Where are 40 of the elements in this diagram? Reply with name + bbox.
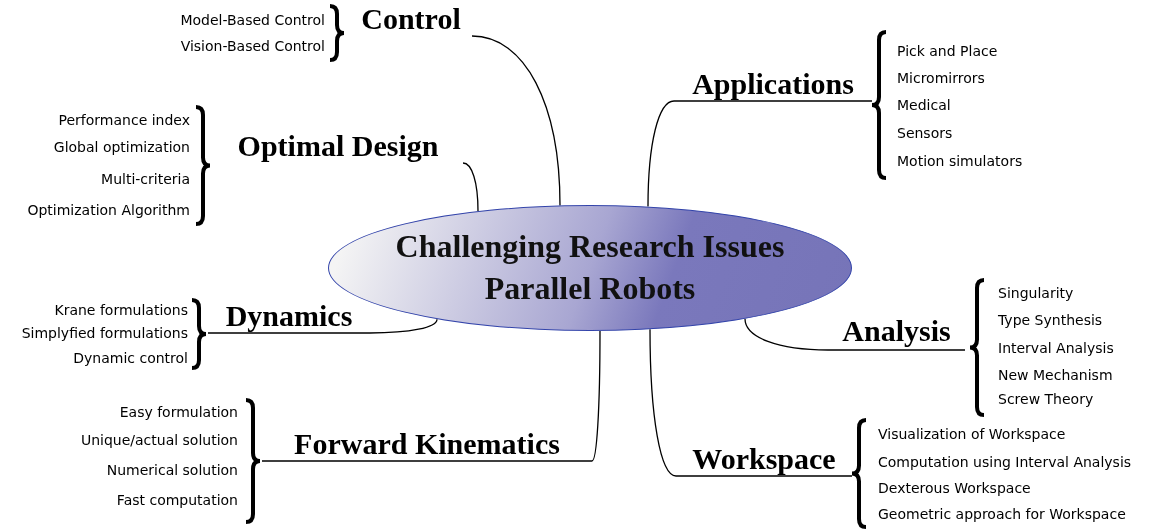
subtopic-text: Computation using Interval Analysis [878,453,1132,471]
connector-line [261,330,601,462]
subtopic-text: Optimization Algorithm [27,201,190,219]
connector-line [207,318,438,334]
subtopic-text: Dexterous Workspace [878,479,1031,497]
topic-label: Optimal Design [213,128,463,163]
subtopic-text: Numerical solution [106,461,238,479]
topic-label: Dynamics [208,298,370,333]
subtopic-text: Screw Theory [998,390,1094,408]
subtopic-text: Global optimization [53,138,190,156]
subtopic-text: Micromirrors [897,69,985,87]
subtopic-text: Medical [897,96,951,114]
subtopic-text: Easy formulation [119,403,238,421]
topic-label: Workspace [676,441,852,476]
subtopic-text: Vision-Based Control [180,37,325,55]
subtopic-text: Type Synthesis [998,311,1103,329]
topic-label: Control [350,2,472,36]
subtopic-text: Singularity [998,284,1074,302]
connector-line [462,162,479,212]
subtopic-text: Unique/actual solution [80,431,238,449]
subtopic-text: Fast computation [116,491,238,509]
subtopic-text: Sensors [897,124,953,142]
subtopic-text: New Mechanism [998,366,1113,384]
topic-label: Applications [674,66,872,101]
subtopic-text: Motion simulators [897,152,1023,170]
subtopic-text: Model-Based Control [180,11,325,29]
subtopic-text: Performance index [58,111,190,129]
subtopic-text: Pick and Place [897,42,998,60]
connector-line [471,35,561,207]
subtopic-text: Multi-criteria [101,170,190,188]
subtopic-text: Dynamic control [73,349,188,367]
subtopic-text: Krane formulations [54,301,188,319]
central-topic: Challenging Research Issues Parallel Robots [394,227,786,308]
subtopic-text: Simplyfied formulations [21,324,188,342]
subtopic-text: Visualization of Workspace [878,425,1066,443]
subtopic-text: Interval Analysis [998,339,1114,357]
connector-line [744,318,966,351]
topic-label: Analysis [828,312,965,350]
topic-label: Forward Kinematics [262,426,592,461]
subtopic-text: Geometric approach for Workspace [878,505,1126,523]
